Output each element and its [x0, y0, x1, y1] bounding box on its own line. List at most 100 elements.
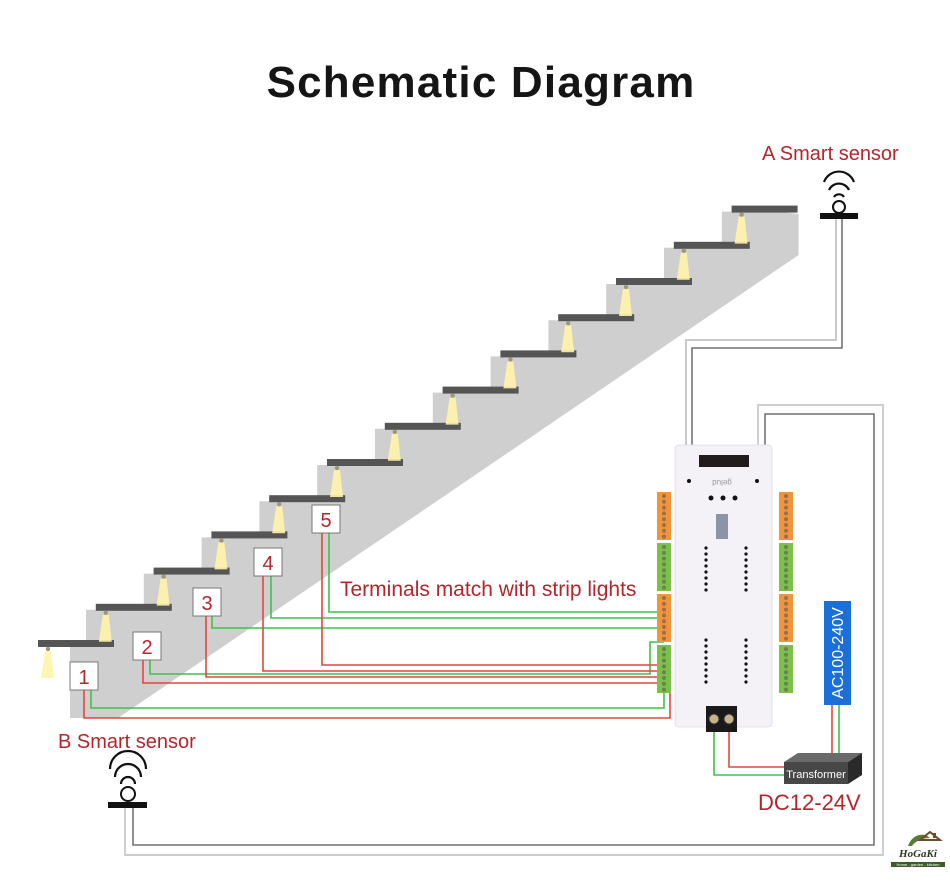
sensor-b-label: B Smart sensor — [58, 731, 196, 753]
terminal-screw — [784, 499, 788, 504]
terminal-screw — [662, 534, 666, 539]
ac-input-badge: AC100-240V — [824, 601, 851, 705]
header-pin — [704, 582, 708, 586]
terminal-block — [779, 594, 793, 642]
header-pin — [704, 656, 708, 660]
page-title: Schematic Diagram — [266, 58, 696, 107]
sensor-a-label: A Smart sensor — [762, 143, 899, 165]
terminal-block — [657, 594, 671, 642]
step-box — [253, 547, 283, 577]
strip-light-icon — [681, 248, 686, 253]
terminal-screw — [784, 517, 788, 522]
step-tread — [442, 386, 519, 394]
controller-brand: gelud — [712, 478, 732, 487]
terminal-screw — [784, 619, 788, 624]
svg-text:AC100-240V: AC100-240V — [830, 607, 847, 699]
terminal-screw — [784, 687, 788, 692]
light-beam — [619, 289, 632, 316]
terminal-screw — [662, 545, 666, 549]
strip-light-icon — [508, 357, 513, 362]
wire-red-1 — [83, 690, 671, 719]
header-pin — [704, 588, 708, 592]
light-beam — [445, 397, 459, 425]
terminal-screw — [784, 681, 788, 686]
step-box-3: 3 — [192, 587, 222, 617]
wire-red-2 — [142, 660, 664, 684]
strip-light-icon — [334, 465, 340, 471]
stair-step — [153, 567, 230, 606]
step-box-4: 4 — [253, 547, 283, 577]
step-tread — [211, 531, 288, 539]
terminals-note: Terminals match with strip lights — [340, 578, 637, 601]
staircase — [38, 205, 799, 718]
terminal-screw — [784, 556, 788, 561]
terminal-block-body — [779, 594, 793, 642]
terminal-screw — [784, 511, 788, 516]
controller-connector — [699, 455, 749, 467]
terminal-block-body — [779, 645, 793, 693]
wire-red-3 — [205, 616, 664, 678]
terminal-screw — [662, 562, 666, 567]
terminal-screw — [784, 658, 788, 663]
stair-body — [70, 211, 799, 718]
terminal-screw — [662, 687, 666, 692]
terminal-screw — [662, 556, 666, 561]
strip-light-icon — [161, 574, 166, 579]
terminal-screw — [662, 630, 666, 635]
terminal-screw — [662, 574, 666, 578]
terminal-block-body — [779, 492, 793, 540]
terminal-screw — [784, 528, 788, 533]
terminal-block — [657, 645, 671, 693]
terminal-screw — [784, 613, 788, 618]
step-tread — [269, 495, 346, 503]
terminal-screw — [662, 528, 666, 533]
terminal-screw — [784, 534, 788, 539]
terminal-screw — [784, 550, 788, 555]
light-beam — [561, 325, 575, 353]
header-pin — [704, 570, 708, 574]
terminal-screw — [784, 670, 788, 675]
light-beam — [734, 216, 748, 244]
terminal-screw — [784, 596, 788, 600]
terminal-screw — [784, 579, 788, 584]
step-tread — [327, 459, 403, 466]
step-box — [132, 631, 162, 661]
controller-display — [716, 514, 728, 539]
light-beam — [156, 578, 170, 606]
step-number: 3 — [201, 593, 212, 615]
header-pin — [704, 558, 708, 562]
header-pin — [744, 576, 748, 580]
step-box — [192, 587, 222, 617]
terminal-screw — [662, 658, 666, 663]
terminal-screw — [784, 574, 788, 578]
dc-voltage-label: DC12-24V — [758, 790, 861, 815]
step-tread — [558, 314, 635, 322]
terminal-block — [779, 543, 793, 591]
terminal-screw — [784, 607, 788, 612]
terminal-block-body — [657, 645, 671, 693]
terminal-screw — [784, 505, 788, 510]
terminal-screw — [784, 568, 788, 573]
step-box-5: 5 — [311, 504, 341, 534]
header-pin — [704, 638, 708, 642]
house-leaf-icon — [908, 830, 943, 846]
step-box — [311, 504, 341, 534]
header-pin — [744, 674, 748, 678]
step-tread — [500, 350, 577, 358]
logo-name: HoGaKi — [899, 848, 937, 860]
terminal-screw — [784, 676, 788, 680]
logo-tagline: Home - garden - kitchen — [891, 862, 945, 867]
terminal-screw — [662, 652, 666, 657]
terminal-screw — [662, 647, 666, 651]
strip-light-icon — [45, 646, 51, 652]
terminal-screw — [662, 625, 666, 629]
terminal-block-body — [657, 594, 671, 642]
sensor-a-cable-light — [685, 219, 837, 445]
header-pin — [744, 668, 748, 672]
header-pin — [704, 564, 708, 568]
step-tread — [616, 278, 692, 285]
terminal-block — [779, 645, 793, 693]
light-beam — [98, 614, 112, 642]
